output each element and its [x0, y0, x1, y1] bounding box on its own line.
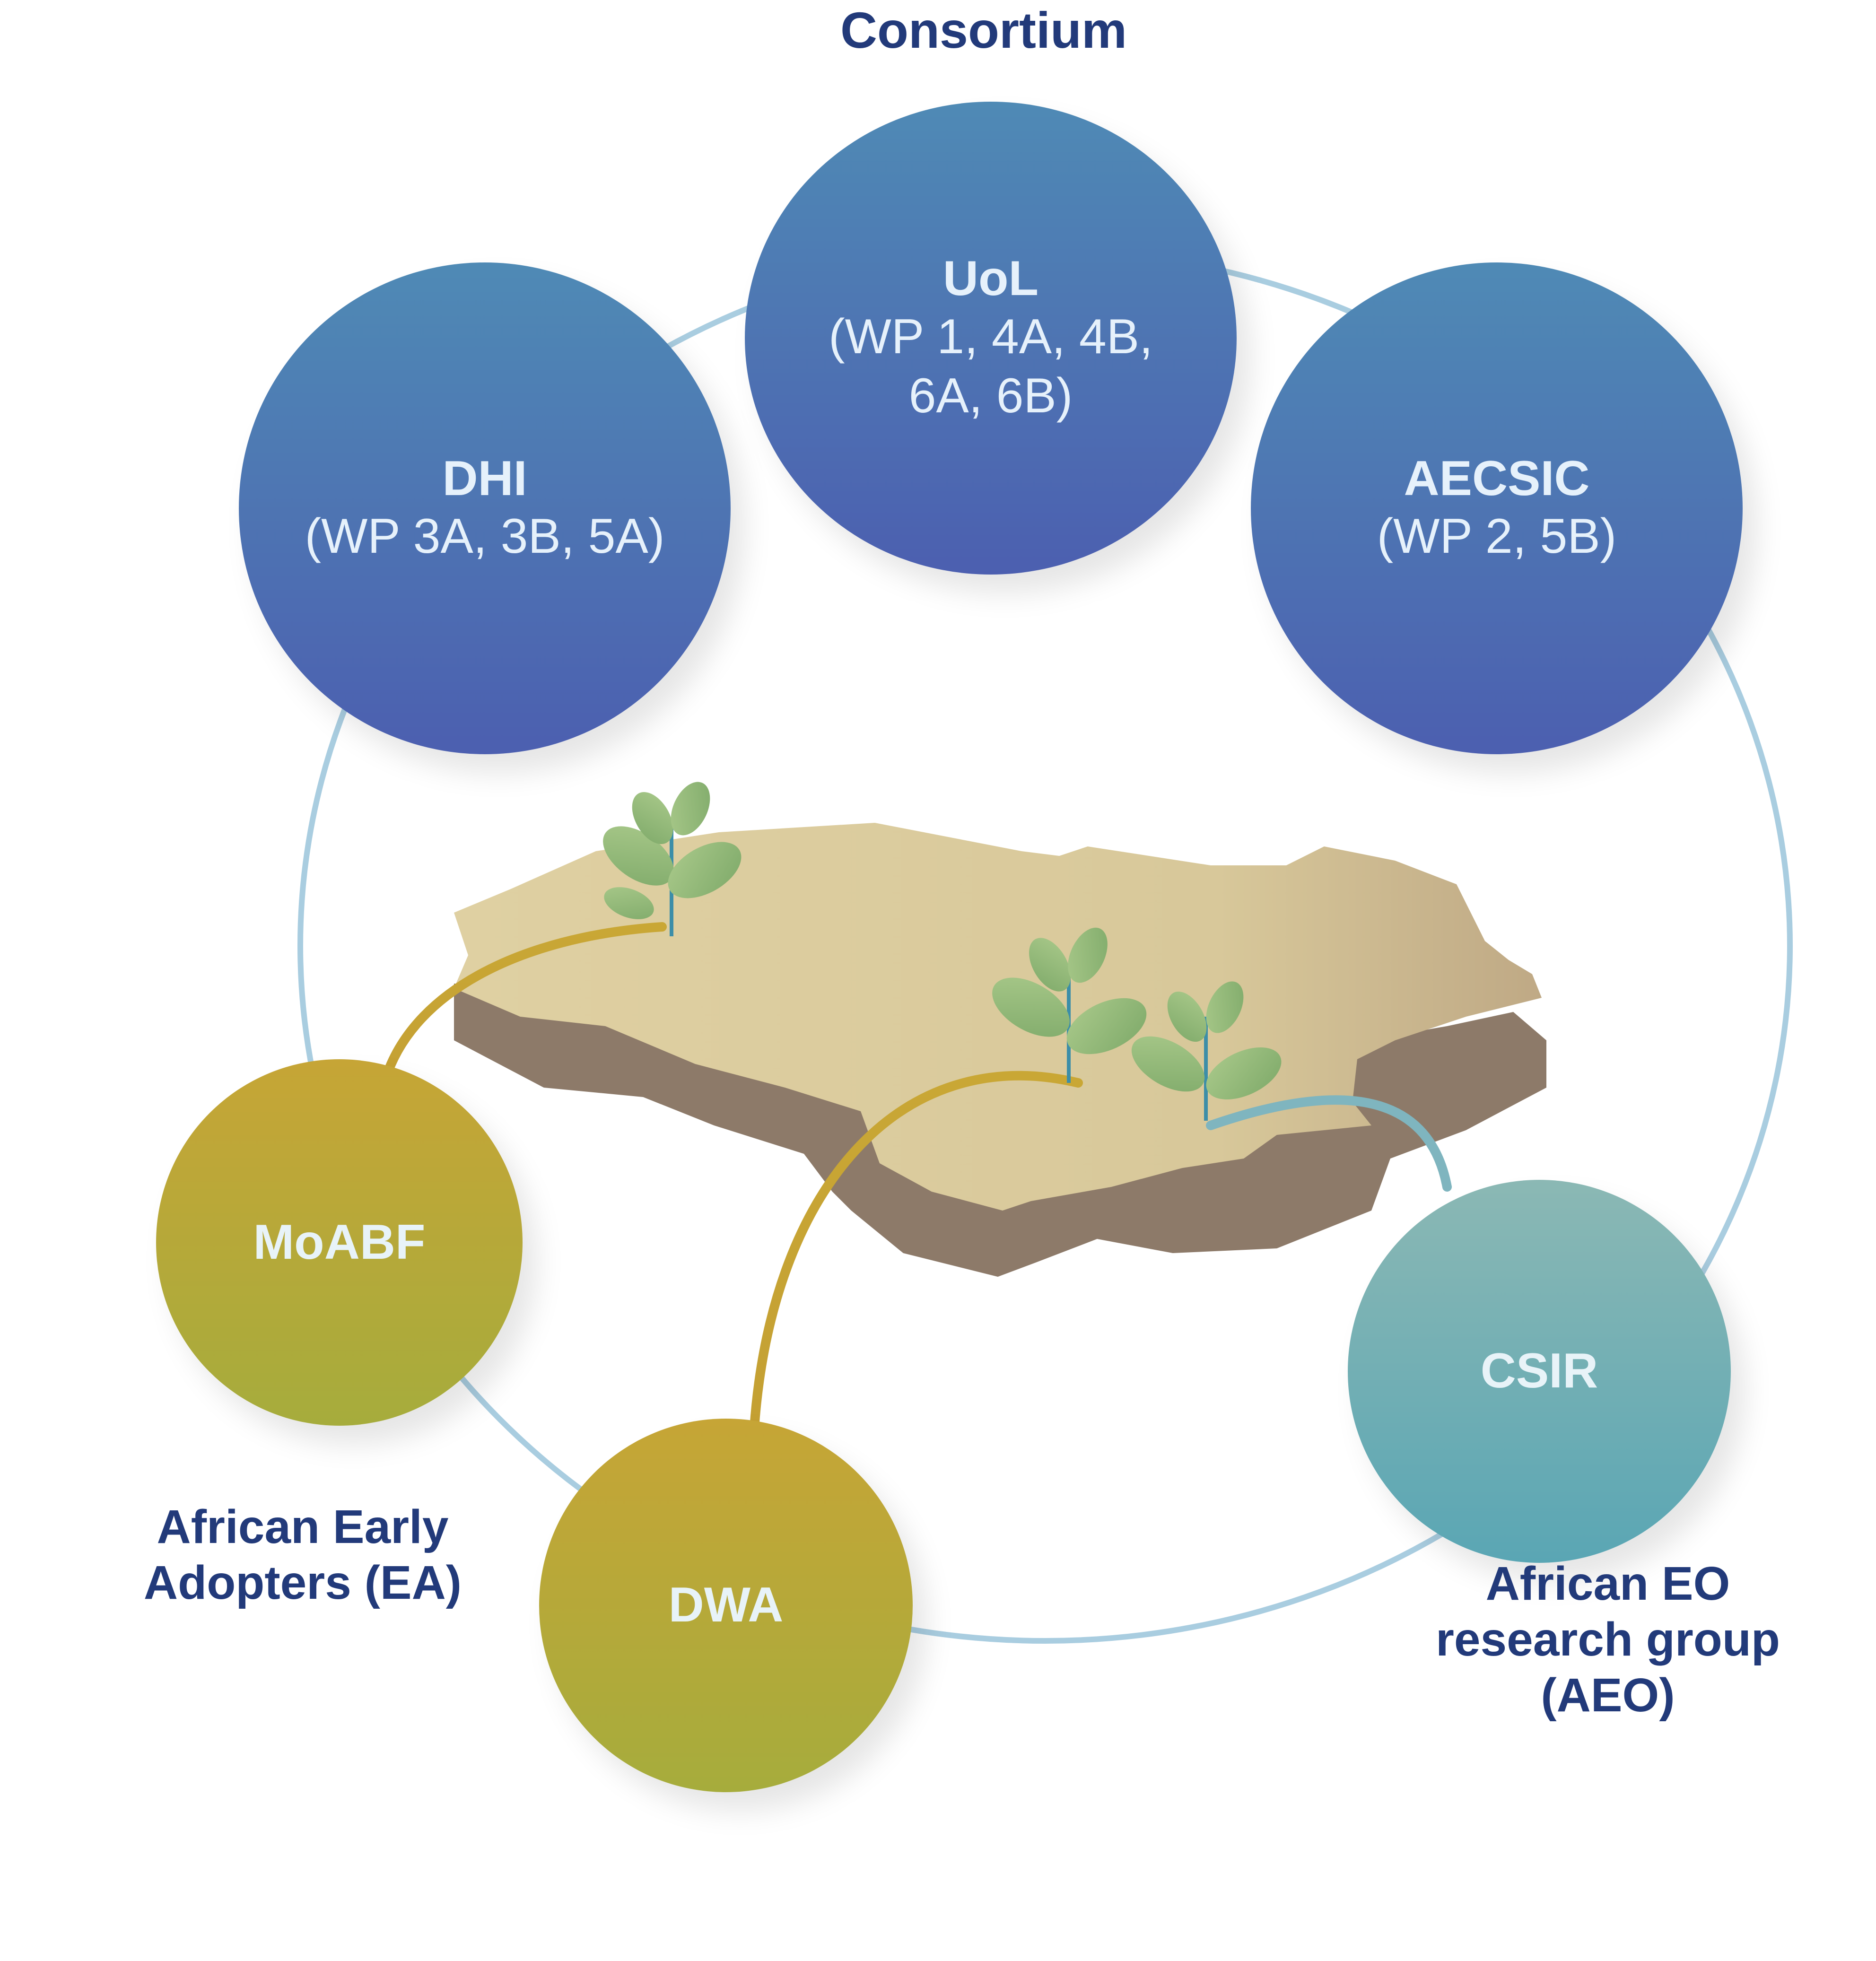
plant-icon: [603, 782, 742, 936]
connector-moabf: [378, 922, 667, 1092]
node-uol: UoL (WP 1, 4A, 4B, 6A, 6B): [745, 102, 1237, 575]
node-csir: CSIR: [1348, 1180, 1731, 1563]
node-dhi-name: DHI: [442, 451, 527, 506]
node-dhi: DHI (WP 3A, 3B, 5A): [239, 262, 731, 754]
node-aecsic-name: AECSIC: [1404, 451, 1590, 506]
early-adopters-label: African Early Adopters (EA): [143, 1500, 462, 1609]
node-moabf-name: MoABF: [253, 1214, 426, 1270]
connector-csir: [1206, 1095, 1452, 1192]
node-dwa: DWA: [539, 1419, 913, 1792]
plant-icon: [1131, 981, 1282, 1121]
node-aecsic-wp: (WP 2, 5B): [1377, 509, 1617, 564]
research-group-label: African EO research group (AEO): [1435, 1557, 1780, 1722]
node-uol-name: UoL: [942, 251, 1039, 306]
node-uol-wp: (WP 1, 4A, 4B, 6A, 6B): [829, 309, 1153, 423]
node-csir-name: CSIR: [1480, 1343, 1598, 1399]
node-moabf: MoABF: [156, 1059, 523, 1426]
map-top: [454, 823, 1542, 1211]
connector-dwa: [750, 1071, 1083, 1433]
consortium-title: Consortium: [840, 1, 1127, 59]
node-aecsic: AECSIC (WP 2, 5B): [1251, 262, 1743, 754]
africa-map: [454, 823, 1546, 1277]
plant-icon: [992, 927, 1147, 1083]
node-dhi-wp: (WP 3A, 3B, 5A): [305, 509, 665, 564]
node-dwa-name: DWA: [668, 1578, 784, 1633]
